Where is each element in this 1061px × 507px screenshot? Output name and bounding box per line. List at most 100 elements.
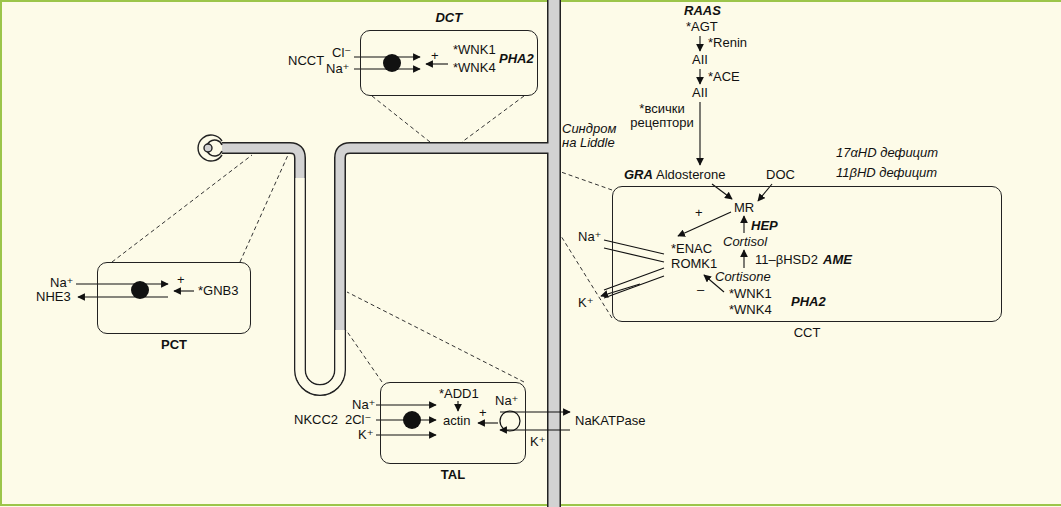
nephron-tubule bbox=[300, 178, 340, 390]
transporter-symbol bbox=[131, 54, 520, 431]
annotation-label: *AGT bbox=[686, 20, 718, 34]
annotation-label: Na⁺ bbox=[50, 276, 73, 290]
annotation-label: *всички рецептори bbox=[628, 102, 696, 130]
gene-label: Cortisol bbox=[723, 235, 767, 249]
annotation-label: Cl⁻ bbox=[332, 46, 351, 60]
leader-line bbox=[112, 155, 252, 262]
annotation-label: NKCC2 bbox=[294, 413, 338, 427]
leader-line bbox=[372, 96, 430, 142]
gene-label: actin bbox=[443, 414, 470, 428]
channel-symbol bbox=[604, 240, 664, 298]
segment-box: PCT+*GNB3 bbox=[97, 262, 251, 334]
segment-name: DCT bbox=[435, 11, 462, 25]
annotation-label: 17αHD дефицит bbox=[836, 146, 938, 160]
glomerulus bbox=[198, 135, 222, 161]
leader-line bbox=[112, 96, 612, 382]
glomerulus bbox=[198, 135, 222, 161]
flux-arrow bbox=[478, 422, 498, 423]
flux-arrow bbox=[699, 69, 700, 84]
flux-arrow bbox=[699, 102, 700, 165]
flux-arrow bbox=[500, 429, 570, 430]
annotation-label: Синдром на Liddle bbox=[562, 122, 624, 150]
gene-label: AME bbox=[823, 253, 852, 267]
gene-label: + bbox=[695, 206, 703, 220]
gene-label: *GNB3 bbox=[198, 284, 238, 298]
gene-label: + bbox=[177, 273, 185, 287]
nephron-tubule bbox=[222, 148, 554, 390]
flux-arrow bbox=[76, 283, 168, 284]
segment-box: DCT+*WNK1*WNK4PHA2 bbox=[360, 30, 538, 96]
channel-symbol bbox=[604, 248, 664, 262]
annotation-label: K⁺ bbox=[358, 428, 374, 442]
annotation-label: 11βHD дефицит bbox=[836, 166, 937, 180]
gene-label: Na⁺ bbox=[495, 394, 518, 408]
annotation-label: NCCT bbox=[288, 54, 324, 68]
gene-label: PHA2 bbox=[499, 52, 534, 66]
flux-arrow bbox=[699, 36, 700, 51]
nephron-tubule bbox=[222, 0, 554, 507]
segment-box: CCTMR+HEPCortisol11–βHSD2AMECortisone*EN… bbox=[612, 186, 1002, 322]
annotation-label: Na⁺ bbox=[578, 230, 601, 244]
segment-name: TAL bbox=[441, 468, 465, 482]
nephron-tubule bbox=[549, 0, 560, 507]
channel-symbol bbox=[604, 240, 664, 254]
annotation-label: Na⁺ bbox=[352, 398, 375, 412]
gene-label: Cortisone bbox=[715, 270, 771, 284]
annotation-label: NaKATPase bbox=[575, 414, 646, 428]
annotation-label: AII bbox=[692, 53, 708, 67]
leader-line bbox=[240, 155, 288, 262]
annotation-label: K⁺ bbox=[578, 296, 594, 310]
flux-arrow bbox=[457, 401, 458, 411]
flux-arrow bbox=[174, 290, 194, 291]
gene-label: *WNK1 bbox=[729, 287, 772, 301]
annotation-label: NHE3 bbox=[36, 290, 71, 304]
segment-name: PCT bbox=[161, 338, 187, 352]
annotation-label: Aldosterone bbox=[656, 168, 725, 182]
flux-arrow bbox=[743, 216, 744, 233]
annotation-label: *ACE bbox=[708, 70, 740, 84]
nephron-tubule bbox=[222, 148, 554, 390]
gene-label: + bbox=[431, 49, 439, 63]
gene-label: *WNK4 bbox=[453, 61, 496, 75]
nephron-tubule bbox=[547, 0, 561, 507]
flux-arrow bbox=[376, 434, 436, 435]
annotation-label: RAAS bbox=[684, 4, 721, 18]
gene-label: MR bbox=[734, 201, 754, 215]
annotation-label: Na⁺ bbox=[326, 62, 349, 76]
flux-arrow bbox=[743, 250, 744, 268]
gene-label: *ENAC bbox=[671, 242, 712, 256]
gene-label: PHA2 bbox=[791, 295, 826, 309]
annotation-label: AII bbox=[692, 86, 708, 100]
transporter-symbol bbox=[500, 411, 520, 431]
transporter-symbol bbox=[403, 411, 421, 429]
transporter-symbol bbox=[131, 281, 149, 299]
leader-line bbox=[347, 292, 524, 382]
flux-arrow bbox=[376, 404, 436, 405]
gene-label: HEP bbox=[751, 219, 778, 233]
gene-label: 11–βHSD2 bbox=[755, 253, 818, 267]
gene-label: – bbox=[697, 283, 704, 297]
leader-line bbox=[462, 96, 524, 142]
annotation-label: *Renin bbox=[708, 36, 747, 50]
leader-line bbox=[561, 172, 612, 190]
segment-name: CCT bbox=[794, 326, 821, 340]
segment-box: TAL*ADD1actinNa⁺+ bbox=[380, 382, 526, 464]
flux-arrow bbox=[678, 212, 731, 236]
annotation-label: K⁺ bbox=[530, 435, 546, 449]
gene-label: ROMK1 bbox=[671, 257, 717, 271]
flux-arrow bbox=[601, 284, 640, 296]
glomerulus bbox=[204, 144, 212, 152]
flux-arrow bbox=[500, 411, 570, 412]
gene-label: + bbox=[479, 406, 487, 420]
annotation-label: 2Cl⁻ bbox=[345, 413, 371, 427]
annotation-label: DOC bbox=[766, 168, 795, 182]
flux-arrow bbox=[426, 63, 448, 64]
transporter-symbol bbox=[383, 54, 401, 72]
channel-symbol bbox=[604, 276, 664, 298]
annotation-label: GRA bbox=[624, 168, 653, 182]
gene-label: *WNK4 bbox=[729, 303, 772, 317]
